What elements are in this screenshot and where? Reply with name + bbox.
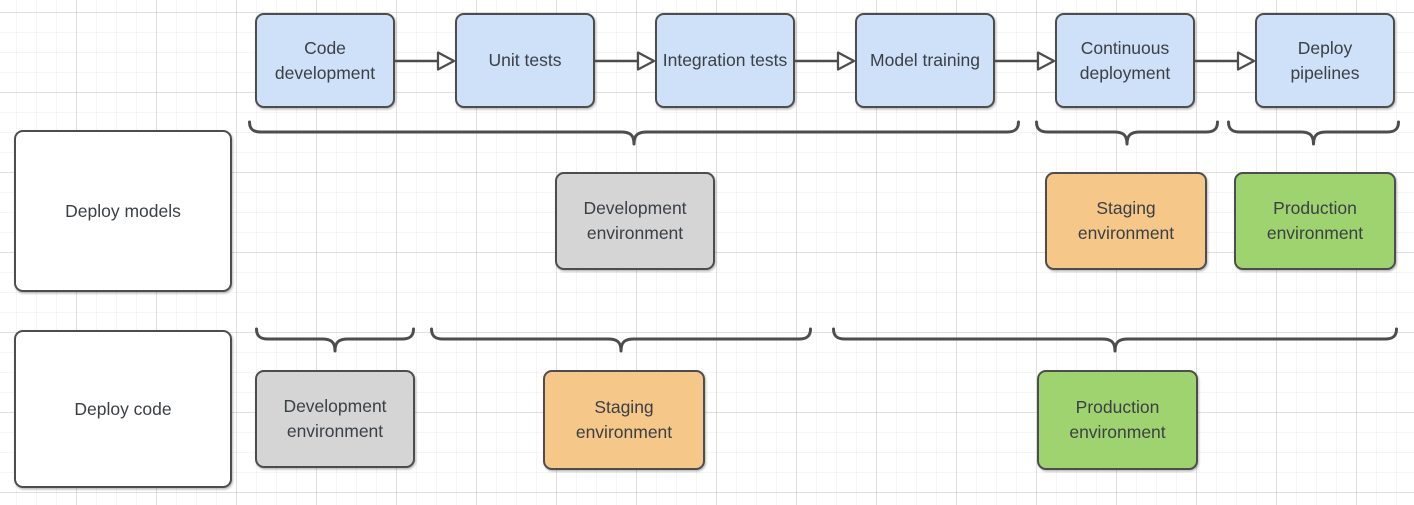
row-label-deploy-models[interactable]: Deploy models [14, 130, 232, 292]
stage-deploy-pipelines[interactable]: Deploy pipelines [1255, 13, 1395, 108]
env-deploy-models-development[interactable]: Development environment [555, 172, 715, 270]
stage-integration-tests[interactable]: Integration tests [655, 13, 795, 108]
env-label: Production environment [1266, 198, 1364, 243]
brace-deploy-models-production[interactable] [1227, 120, 1400, 146]
brace-deploy-models-development[interactable] [248, 120, 1020, 146]
row-label-text: Deploy models [65, 200, 181, 221]
stage-code-development[interactable]: Code development [255, 13, 395, 108]
stage-continuous-deployment[interactable]: Continuous deployment [1055, 13, 1195, 108]
env-deploy-models-production[interactable]: Production environment [1234, 172, 1396, 270]
env-deploy-models-staging[interactable]: Staging environment [1045, 172, 1207, 270]
env-deploy-code-development[interactable]: Development environment [255, 370, 415, 468]
stage-label: Unit tests [488, 50, 562, 70]
row-label-deploy-code[interactable]: Deploy code [14, 330, 232, 488]
brace-deploy-code-development[interactable] [255, 327, 415, 353]
stage-model-training[interactable]: Model training [855, 13, 995, 108]
env-label: Development environment [583, 198, 687, 243]
stage-label: Deploy pipelines [1290, 37, 1360, 83]
flow-arrow-icon[interactable] [595, 50, 657, 72]
flow-arrow-icon[interactable] [795, 50, 857, 72]
env-deploy-code-staging[interactable]: Staging environment [543, 370, 705, 470]
stage-label: Integration tests [662, 50, 788, 70]
stage-unit-tests[interactable]: Unit tests [455, 13, 595, 108]
env-label: Staging environment [1077, 198, 1175, 243]
stage-label: Model training [870, 50, 980, 70]
env-label: Staging environment [575, 397, 673, 442]
env-label: Development environment [283, 396, 387, 441]
brace-deploy-code-staging[interactable] [430, 327, 812, 353]
flow-arrow-icon[interactable] [395, 50, 457, 72]
stage-label: Code development [274, 37, 376, 83]
stage-label: Continuous deployment [1079, 37, 1171, 83]
flow-arrow-icon[interactable] [1195, 50, 1257, 72]
flow-arrow-icon[interactable] [995, 50, 1057, 72]
env-label: Production environment [1069, 397, 1166, 442]
brace-deploy-models-staging[interactable] [1035, 120, 1219, 146]
row-label-text: Deploy code [74, 398, 172, 419]
env-deploy-code-production[interactable]: Production environment [1037, 370, 1198, 470]
brace-deploy-code-production[interactable] [832, 327, 1398, 353]
